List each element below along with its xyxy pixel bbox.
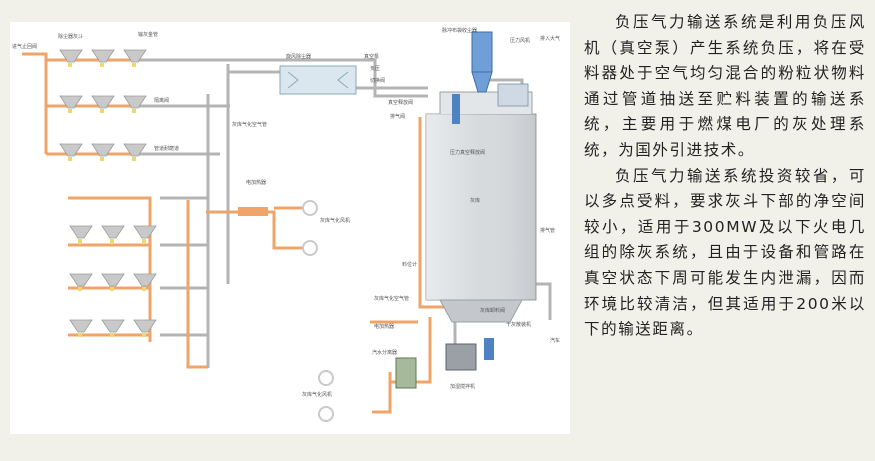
label-truck: 汽车 [550, 337, 560, 344]
pneumatic-conveying-system-diagram: 进气止回阀 除尘器灰斗 输灰金管 隔离阀 管道耐磨道 旋风除尘器 真空泵 负压 … [10, 22, 570, 434]
label-branch-valve: 隔离阀 [154, 97, 169, 104]
label-hopper: 除尘器灰斗 [58, 33, 83, 40]
label-vent-bag: 脉冲布袋收尘器 [442, 27, 477, 34]
top-blower [302, 200, 318, 256]
label-pressure-gauge: 负压 [370, 65, 380, 72]
label-vac-pump: 真空泵 [364, 53, 379, 60]
label-pressure-meter: 压力真空释放阀 [450, 149, 485, 156]
ash-silo [425, 91, 537, 323]
water-separator [395, 357, 417, 389]
label-fluid-air: 灰库气化空气管 [374, 295, 409, 302]
top-heater [238, 207, 268, 216]
label-level: 料位计 [402, 261, 417, 268]
hopper [59, 49, 157, 333]
hopper-rows [59, 49, 157, 337]
label-water-sep: 汽水分离器 [372, 349, 397, 356]
label-ash-silo: 灰库 [470, 197, 480, 204]
bag-filter [471, 31, 529, 107]
label-exhaust: 排气管 [540, 227, 555, 234]
description-panel: 负压气力输送系统是利用负压风机（真空泵）产生系统负压，将在受料器处于空气均匀混合… [584, 10, 866, 343]
label-air-cyclone: 压力风机 [510, 37, 530, 44]
label-wet-unload: 加湿搅拌机 [450, 383, 475, 390]
label-vent-valve: 真空释放阀 [388, 99, 413, 106]
label-unload-valve: 灰库卸料阀 [480, 307, 505, 314]
label-classifier: 旋风除尘器 [286, 53, 311, 60]
label-heater-bottom: 电加热器 [374, 323, 394, 330]
label-dry-unload: 干灰散装机 [506, 321, 531, 328]
label-fluidize: 灰库气化空气管 [232, 121, 267, 128]
label-blower-bottom: 灰库气化风机 [302, 391, 332, 398]
label-blower-top: 灰库气化风机 [320, 217, 350, 224]
label-vent-top: 排入大气 [540, 35, 560, 42]
label-heater-top: 电加热器 [246, 179, 266, 186]
label-air-gate: 排气阀 [390, 113, 405, 120]
classifier-internals [287, 71, 349, 89]
description-paragraph-1: 负压气力输送系统是利用负压风机（真空泵）产生系统负压，将在受料器处于空气均匀混合… [584, 13, 866, 159]
classifier-box [279, 65, 357, 95]
description-paragraph-2: 负压气力输送系统投资较省，可以多点受料，要求灰斗下部的净空间较小，适用于300M… [584, 166, 866, 339]
label-inlet: 进气止回阀 [12, 43, 37, 50]
unloading-equipment [445, 338, 494, 371]
label-branch-line: 管道耐磨道 [154, 145, 179, 152]
bottom-blower [318, 370, 334, 422]
cyclone [452, 94, 460, 124]
label-dust-pipe: 输灰金管 [138, 31, 158, 38]
feeder-valve [68, 63, 146, 337]
diagram-labels: 进气止回阀 除尘器灰斗 输灰金管 隔离阀 管道耐磨道 旋风除尘器 真空泵 负压 … [12, 27, 560, 398]
label-switch-valve: 切换阀 [370, 77, 385, 84]
